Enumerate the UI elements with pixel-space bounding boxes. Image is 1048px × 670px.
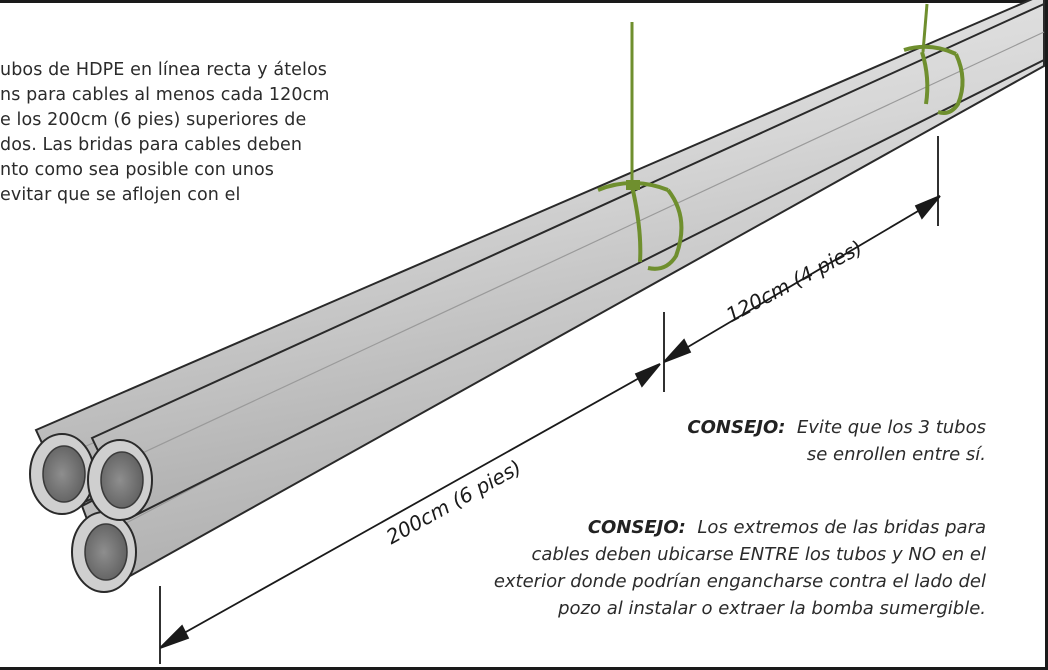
- intro-line: e los 200cm (6 pies) superiores de: [0, 110, 307, 130]
- intro-line: ns para cables al menos cada 120cm: [0, 85, 330, 105]
- dimension-lower: [159, 363, 661, 664]
- wire-right: [921, 3, 929, 53]
- tip-line: exterior donde podrían engancharse contr…: [493, 571, 986, 592]
- intro-line: nto como sea posible con unos: [0, 160, 275, 180]
- tip-line: se enrollen entre sí.: [806, 444, 986, 465]
- intro-line: dos. Las bridas para cables deben: [0, 135, 303, 155]
- cable-tie-right: [903, 44, 965, 115]
- intro-text: ubos de HDPE en línea recta y átelos ns …: [0, 58, 420, 208]
- tip-keyword: CONSEJO:: [687, 417, 786, 438]
- tip-line: Evite que los 3 tubos: [796, 417, 986, 438]
- intro-line: evitar que se aflojen con el: [0, 185, 241, 205]
- tip-line: Los extremos de las bridas para: [697, 517, 986, 538]
- dimension-upper: [663, 136, 941, 392]
- intro-line: ubos de HDPE en línea recta y átelos: [0, 60, 328, 80]
- tip-tie-ends: CONSEJO: Los extremos de las bridas para…: [494, 514, 986, 622]
- tip-rolling: CONSEJO: Evite que los 3 tubos se enroll…: [687, 414, 986, 468]
- tip-keyword: CONSEJO:: [587, 517, 686, 538]
- tip-line: pozo al instalar o extraer la bomba sume…: [558, 598, 986, 619]
- pipe-end-right: [87, 439, 153, 521]
- pipe-end-left: [29, 433, 95, 515]
- cable-tie-left: [597, 180, 684, 271]
- pipe-end-bottom: [71, 511, 137, 593]
- tip-line: cables deben ubicarse ENTRE los tubos y …: [531, 544, 986, 565]
